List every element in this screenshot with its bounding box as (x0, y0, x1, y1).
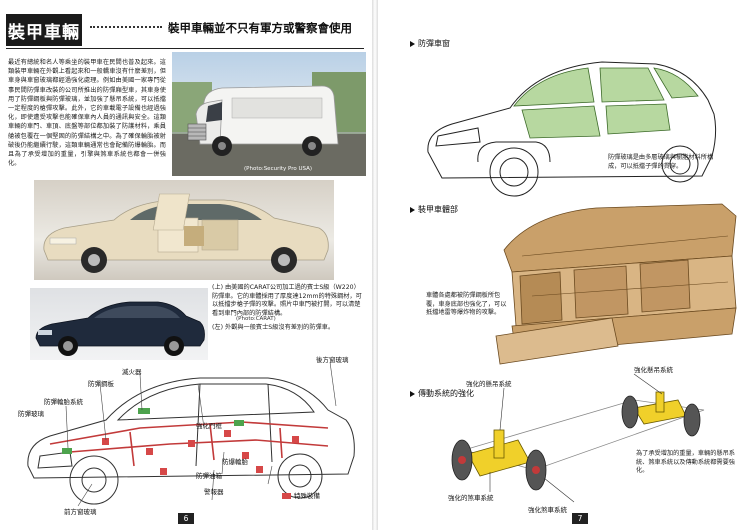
van-photo-credit: (Photo:Security Pro USA) (244, 166, 313, 172)
label-reinforced-brake-front: 強化的煞車系統 (448, 494, 494, 502)
special-equipment-legend: 特殊裝備 (282, 490, 320, 500)
label-rear-glass: 後方窗玻璃 (316, 356, 349, 364)
book-gutter (372, 0, 378, 530)
section2-label: 裝甲車體部 (418, 205, 458, 214)
navy-car-caption: (左) 外觀與一般賓士S級沒有差別的防彈車。 (212, 324, 335, 331)
beige-car-caption: (上) 由美國的CARAT公司加工過的賓士S級（W220）防彈車。它的車體採用了… (212, 284, 362, 317)
section-drivetrain-reinforcement: 傳動系統的強化 (410, 388, 474, 399)
navy-armored-sedan-photo (30, 288, 208, 360)
label-siren: 警報器 (204, 488, 224, 496)
section3-label: 傳動系統的強化 (418, 389, 474, 398)
label-bulletproof-tire-system: 防彈輪胎系統 (44, 398, 83, 406)
triangle-bullet-icon (410, 40, 415, 47)
label-reinforced-door: 強化門框 (196, 422, 222, 430)
left-page: 裝甲車輛 裝甲車輛並不只有軍方或警察會使用 最近有總統和名人等乘坐的裝甲車在民間… (0, 0, 372, 530)
car-photo-credit: (Photo:CARAT) (236, 316, 276, 322)
reinforced-suspension-diagram (451, 373, 705, 503)
triangle-bullet-icon (410, 390, 415, 397)
legend-label: 特殊裝備 (294, 492, 320, 500)
section1-label: 防彈車窗 (418, 39, 450, 48)
armored-sedan-cutaway-diagram (27, 361, 355, 507)
body-text: 最近有總統和名人等乘坐的裝甲車在民間也普及起來。這類裝甲車輛在外觀上看起來和一般… (8, 59, 166, 168)
label-fuel-tank: 防彈油箱 (196, 472, 222, 480)
armored-van-photo (172, 52, 366, 176)
section-armored-body: 裝甲車體部 (410, 204, 458, 215)
label-armor-panel: 防彈鋼板 (88, 380, 114, 388)
armored-body-shell-diagram (495, 203, 737, 365)
section1-caption: 防彈玻璃是由多層玻璃與樹脂材料所構成，可以抵擋子彈的貫穿。 (608, 154, 714, 170)
label-front-glass: 前方窗玻璃 (64, 508, 97, 516)
legend-red-swatch (282, 493, 291, 499)
page-number-right: 7 (572, 513, 588, 524)
chapter-subtitle: 裝甲車輛並不只有軍方或警察會使用 (168, 21, 352, 35)
label-reinforced-suspension-front: 強化的懸吊系統 (466, 380, 512, 388)
beige-sedan-illustration (43, 193, 329, 273)
triangle-bullet-icon (410, 206, 415, 213)
chapter-title: 裝甲車輛 (6, 14, 82, 46)
beige-armored-sedan-photo (34, 180, 334, 280)
section3-caption: 為了承受增加的重量，車輛的懸吊系統、煞車系統以及傳動系統都需要強化。 (636, 450, 735, 475)
navy-sedan-illustration (35, 301, 205, 356)
section2-caption: 車體各處都被防彈鋼板所包覆，車身底部也強化了，可以抵擋地雷等爆炸物的攻擊。 (426, 292, 507, 317)
label-bulletproof-glass: 防彈玻璃 (18, 410, 44, 418)
right-page: 防彈車窗 防彈玻璃是由多層玻璃與樹脂材料所構成，可以抵擋子彈的貫穿。 裝甲車體部 (378, 0, 750, 530)
title-leader-dots (90, 26, 162, 28)
bulletproof-window-diagram (427, 61, 717, 197)
title-rule (6, 48, 364, 49)
label-reinforced-suspension-rear: 強化懸吊系統 (634, 366, 673, 374)
label-run-flat-tire: 防爆輪胎 (222, 458, 248, 466)
section-bulletproof-windows: 防彈車窗 (410, 38, 450, 49)
armored-van-illustration (172, 72, 366, 176)
label-reinforced-brake-mid: 強化煞車系統 (528, 506, 567, 514)
label-fire-extinguisher: 滅火器 (122, 368, 142, 376)
page-number-left: 6 (178, 513, 194, 524)
